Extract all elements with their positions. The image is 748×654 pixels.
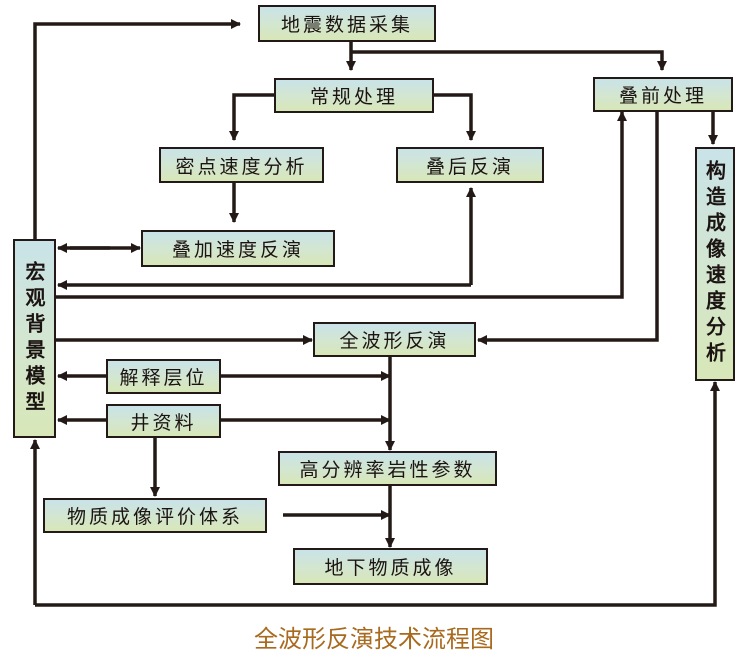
edge-prestack-to-fwi [477,112,659,345]
node-prestack-processing: 叠前处理 [593,77,733,112]
node-well-data: 井资料 [106,404,221,438]
node-interpreted-horizons: 解释层位 [106,359,221,394]
node-dense-velocity-analysis: 密点速度分析 [159,147,324,183]
node-poststack-inversion: 叠后反演 [396,147,544,183]
node-subsurface-material-imaging: 地下物质成像 [293,548,488,585]
figure-caption: 全波形反演技术流程图 [254,625,494,653]
node-full-waveform-inversion: 全波形反演 [313,322,476,357]
edge-acquisition-to-prestack [351,50,667,71]
node-macro-background-model: 宏观背景模型 [13,239,56,438]
node-material-imaging-evaluation: 物质成像评价体系 [43,498,267,533]
edge-conventional-to-dense-velocity [229,93,275,141]
edge-bottom-loop-to-structural [35,381,720,607]
node-structural-imaging-velocity: 构造成像速度分析 [695,147,735,381]
edge-conventional-to-poststack [433,93,476,141]
edge-model-to-acquisition [33,19,241,240]
edge-model-to-prestack [56,111,627,299]
node-conventional-processing: 常规处理 [274,78,434,113]
node-seismic-acquisition: 地震数据采集 [258,5,436,42]
node-hires-lithology-params: 高分辨率岩性参数 [278,451,497,486]
node-stack-velocity-inversion: 叠加速度反演 [141,230,335,267]
